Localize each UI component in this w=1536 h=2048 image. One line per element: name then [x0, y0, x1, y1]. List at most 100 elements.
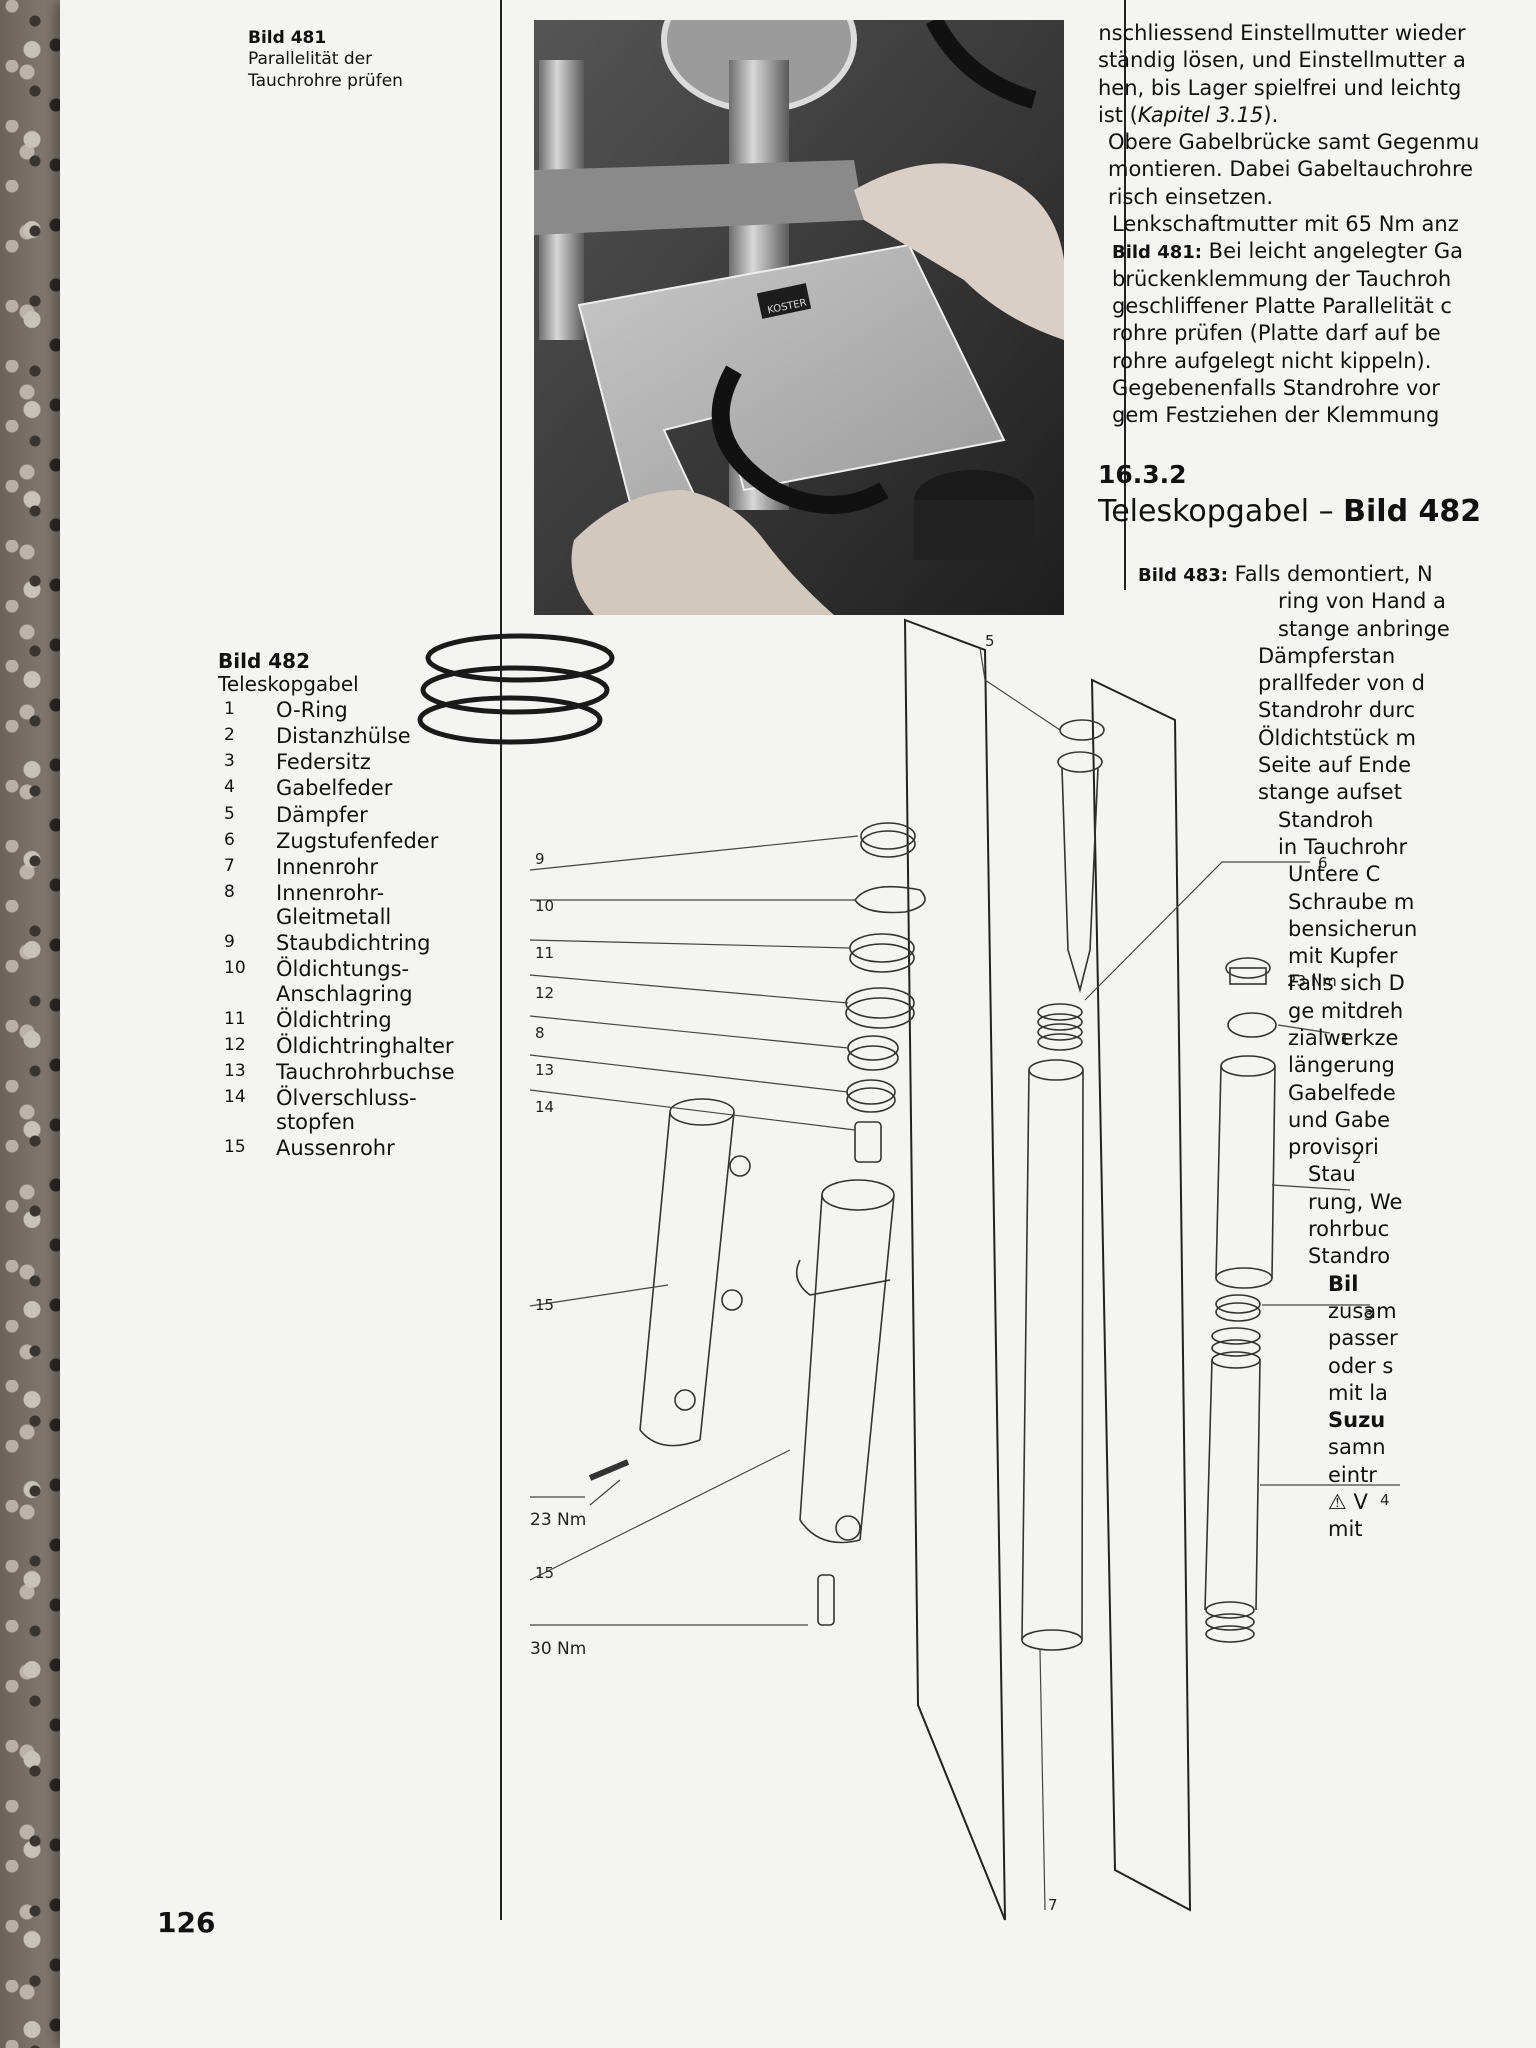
column-divider-left [500, 0, 502, 1920]
right-column-text: Anschliessend Einstellmutter wieder stän… [1098, 20, 1536, 1544]
legend-item-name: Innenrohr- Gleitmetall [276, 880, 392, 930]
page-number: 126 [157, 1906, 216, 1939]
section-title: Teleskopgabel – [1098, 493, 1334, 529]
plate-badge [756, 283, 812, 319]
paragraph-10: Bil zusam passer oder s mit la Suzu samn… [1328, 1271, 1398, 1542]
callout-9: 9 [535, 850, 545, 868]
legend-item: 6 Zugstufenfeder [218, 829, 488, 853]
leader-lines [529, 647, 1400, 1911]
callout-2: 2 [1352, 1149, 1362, 1167]
legend-item-name: O-Ring [276, 698, 348, 722]
callout-4: 4 [1380, 1491, 1390, 1509]
paragraph-2: Obere Gabelbrücke samt Gegenmu montieren… [1108, 130, 1480, 209]
callout-13: 13 [535, 1061, 554, 1079]
callout-11: 11 [535, 944, 554, 962]
frame-outline-right [1090, 678, 1192, 1912]
callout-12: 12 [535, 984, 554, 1002]
legend-item: 12 Öldichtringhalter [218, 1034, 488, 1058]
torque-drain: 30 Nm [530, 1639, 586, 1659]
legend-item: 10 Öldichtungs- Anschlagring [218, 957, 488, 1005]
legend-item-name: Ölverschluss- stopfen [276, 1086, 417, 1135]
rebound-spring [1037, 1003, 1083, 1051]
column-divider-right [1124, 0, 1126, 590]
callout-10: 10 [535, 897, 554, 915]
legend-item-number: 11 [224, 1008, 246, 1029]
legend-item-number: 7 [224, 855, 235, 876]
warning-icon: ⚠ [1328, 1490, 1347, 1515]
legend-item-name: Öldichtringhalter [276, 1033, 454, 1058]
figure-481-line2: Tauchrohre prüfen [248, 70, 403, 91]
legend-item: 13 Tauchrohrbuchse [218, 1060, 488, 1084]
legend-item-name: Distanzhülse [276, 724, 411, 749]
legend-item-name: Öldichtring [276, 1007, 392, 1032]
legend-subtitle: Teleskopgabel [218, 672, 359, 696]
frame-outline-left [903, 618, 1006, 1921]
legend-item-name: Öldichtungs- Anschlagring [276, 957, 413, 1006]
callout-8: 8 [535, 1024, 545, 1042]
legend-item: 5 Dämpfer [218, 803, 488, 827]
loose-spring [417, 633, 615, 745]
section-number: 16.3.2 [1098, 460, 1187, 490]
legend-item-number: 14 [224, 1087, 246, 1108]
legend-item-number: 1 [224, 699, 235, 719]
figure-481-title: Bild 481 [248, 28, 327, 48]
callout-6: 6 [1318, 854, 1328, 872]
legend-item-name: Staubdichtring [276, 931, 431, 956]
section-ref: Bild 482 [1343, 493, 1482, 529]
legend-item: 3 Federsitz [218, 750, 488, 774]
legend-item: 11 Öldichtring [218, 1008, 488, 1032]
damper-part [1057, 719, 1105, 994]
legend-item: 8 Innenrohr- Gleitmetall [218, 881, 488, 929]
paragraph-7: Standroh in Tauchrohr [1278, 807, 1408, 859]
figure-482-legend: Bild 482 Teleskopgabel 1 O-Ring 2 Distanzhü… [218, 650, 488, 1161]
callout-5: 5 [985, 632, 995, 650]
legend-item-number: 8 [224, 881, 235, 902]
legend-item-number: 9 [224, 932, 235, 953]
callout-3: 3 [1364, 1306, 1374, 1324]
section-heading: 16.3.2 Teleskopgabel – Bild 482 [1098, 459, 1536, 531]
torque-cap: 23 Nm [1287, 972, 1337, 990]
legend-item-number: 2 [224, 725, 235, 746]
callout-1: 1 [1340, 1030, 1350, 1048]
figure-481-line1: Parallelität der [248, 49, 373, 70]
legend-item-name: Dämpfer [276, 802, 368, 827]
callout-14: 14 [535, 1098, 554, 1116]
legend-item-name: Aussenrohr [276, 1136, 395, 1161]
legend-item-name: Zugstufenfeder [276, 828, 439, 853]
legend-item: 14 Ölverschluss- stopfen [218, 1086, 488, 1134]
legend-item-number: 12 [224, 1034, 246, 1055]
legend-item: 15 Aussenrohr [218, 1136, 488, 1160]
legend-item-number: 15 [224, 1137, 246, 1158]
legend-item-number: 13 [224, 1060, 246, 1081]
legend-item-number: 10 [224, 958, 246, 979]
callout-7: 7 [1048, 1896, 1058, 1914]
fork-parallel-photo: KOSTER [534, 20, 1064, 615]
paragraph-1: Anschliessend Einstellmutter wieder stän… [1098, 20, 1536, 129]
legend-item-number: 5 [224, 803, 235, 824]
legend-item-name: Tauchrohrbuchse [276, 1059, 455, 1084]
legend-item: 2 Distanzhülse [218, 724, 488, 748]
right-stack [1204, 957, 1277, 1643]
outer-tube-left [588, 1098, 751, 1481]
torque-bolt: 23 Nm [530, 1510, 586, 1530]
chapter-ref: Kapitel 3.15 [1137, 102, 1264, 127]
callout-15a: 15 [535, 1296, 554, 1314]
figure-481-caption: Bild 481 Parallelität der Tauchrohre prü… [248, 28, 403, 92]
callout-15b: 15 [535, 1564, 554, 1582]
photo-illustration: KOSTER [534, 20, 1064, 615]
legend-item-number: 3 [224, 751, 235, 772]
legend-item-name: Federsitz [276, 750, 371, 775]
ring-stack [845, 822, 926, 1163]
legend-title: Bild 482 [218, 649, 310, 673]
paragraph-8: Untere C Schraube m bensicherun mit Kupf… [1288, 862, 1418, 1160]
paragraph-5: Bild 483: Falls demontiert, N ring von H… [1138, 561, 1450, 641]
outer-tube-right [795, 1179, 895, 1626]
legend-item: 9 Staubdichtring [218, 931, 488, 955]
legend-item-number: 6 [224, 829, 235, 850]
paragraph-4: Bild 481: Bei leicht angelegter Ga brück… [1112, 239, 1463, 428]
legend-item: 1 O-Ring [218, 698, 488, 722]
